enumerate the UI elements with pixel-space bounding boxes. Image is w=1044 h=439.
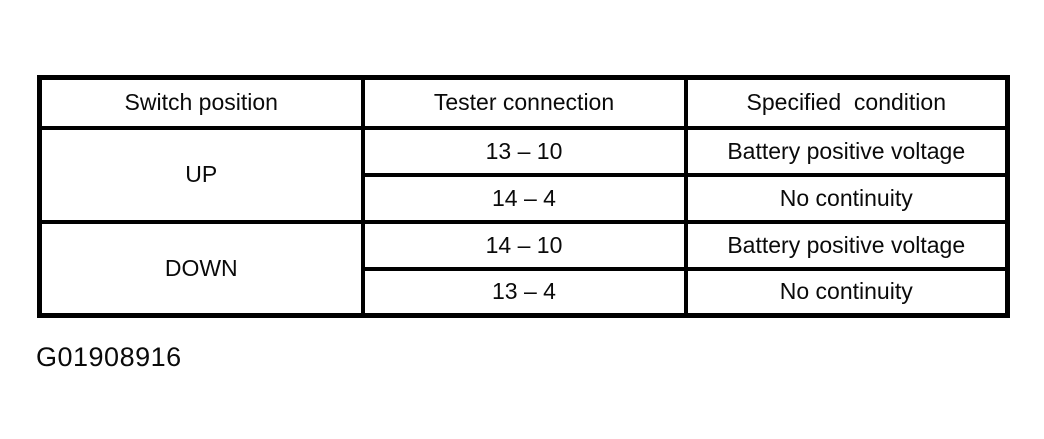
- tester-connection-cell: 14 – 4: [360, 173, 688, 224]
- specified-condition-cell: No continuity: [683, 173, 1010, 224]
- table-row-up-1: UP 13 – 10 Battery positive voltage: [37, 125, 1010, 224]
- table-row-down-1: DOWN 14 – 10 Battery positive voltage: [37, 219, 1010, 318]
- tester-connection-cell: 13 – 4: [360, 267, 688, 318]
- switch-position-up-cell: UP: [37, 125, 365, 224]
- specified-condition-cell: No continuity: [683, 267, 1010, 318]
- table-header-row: Switch position Tester connection Specif…: [37, 75, 1010, 130]
- specified-condition-cell: Battery positive voltage: [683, 125, 1010, 177]
- tester-connection-cell: 14 – 10: [360, 219, 688, 271]
- specified-condition-cell: Battery positive voltage: [683, 219, 1010, 271]
- switch-continuity-table: Switch position Tester connection Specif…: [37, 75, 1010, 318]
- header-specified-condition: Specified condition: [683, 75, 1010, 130]
- header-switch-position: Switch position: [37, 75, 365, 130]
- figure-id-label: G01908916: [36, 342, 182, 372]
- table-row-up-2: 14 – 4 No continuity: [40, 173, 1010, 224]
- header-tester-connection: Tester connection: [360, 75, 688, 130]
- tester-connection-cell: 13 – 10: [360, 125, 688, 177]
- switch-position-down-cell: DOWN: [37, 219, 365, 318]
- table-row-down-2: 13 – 4 No continuity: [40, 267, 1010, 318]
